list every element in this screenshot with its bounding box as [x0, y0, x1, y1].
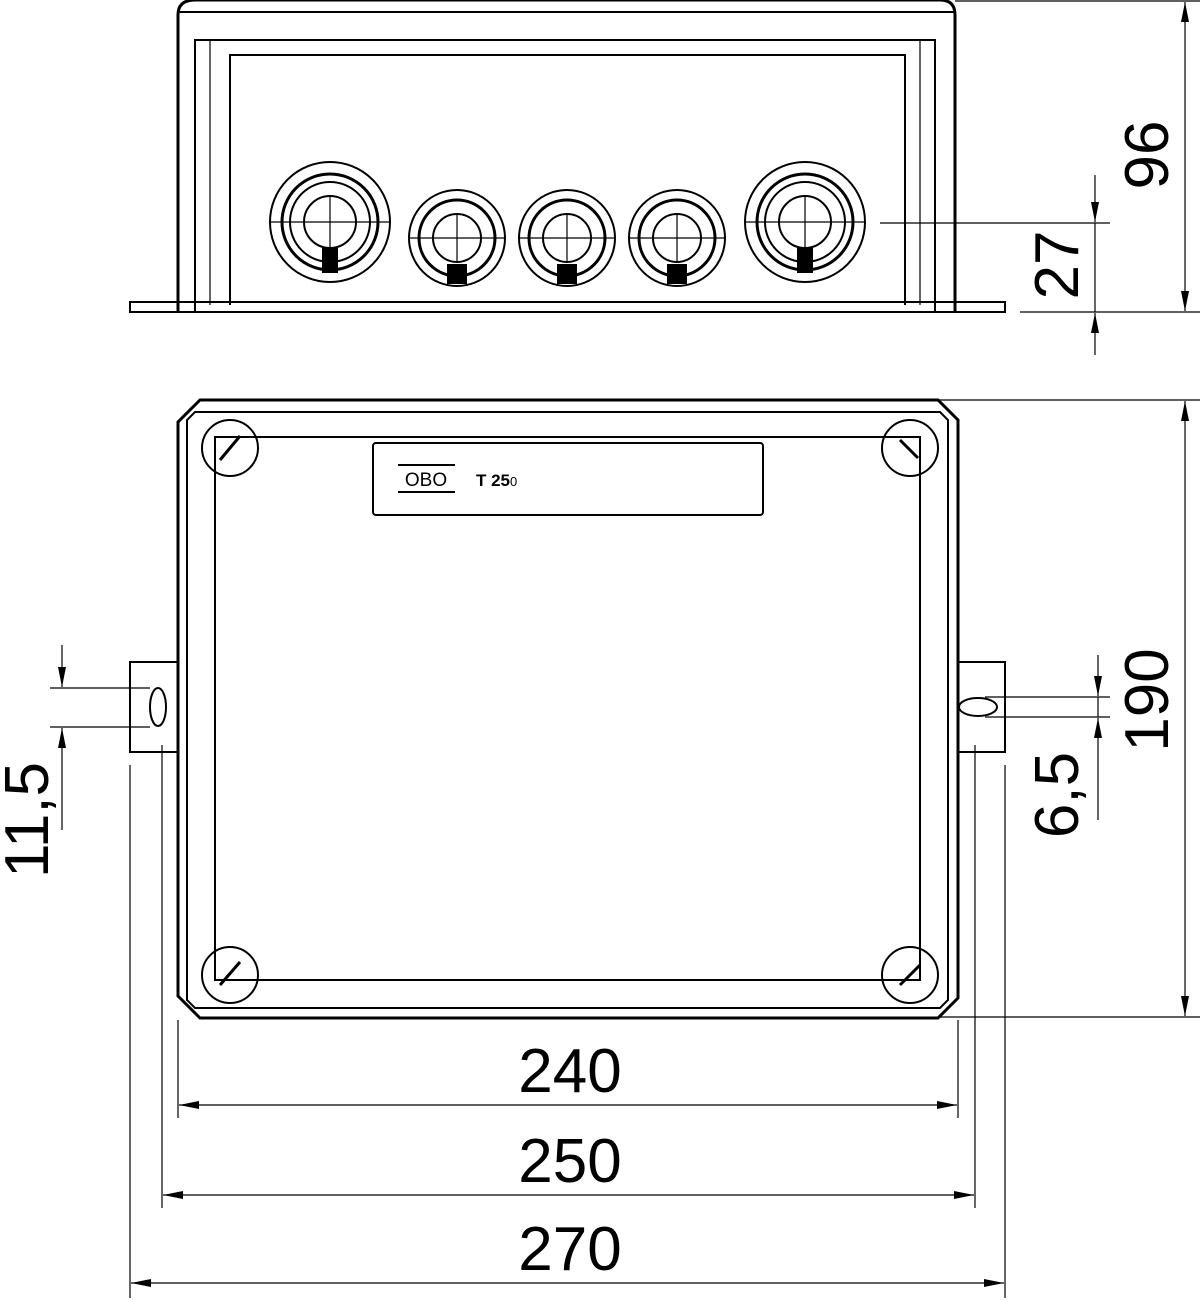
base-plate	[129, 301, 1006, 313]
dimension-depth-190: 190	[938, 399, 1200, 1018]
model-label: T 250	[476, 471, 517, 490]
dimension-width-240: 240	[179, 1037, 957, 1109]
dim-190-label: 190	[1113, 648, 1182, 751]
dim-27-label: 27	[1023, 231, 1092, 300]
dimension-entry-27: 27	[880, 175, 1110, 355]
cable-entry-small-2	[518, 189, 616, 287]
dim-250-label: 250	[518, 1127, 621, 1196]
dimension-height-96: 96	[955, 0, 1200, 313]
mounting-lug-right	[958, 661, 1006, 753]
dim-6-5-label: 6,5	[1023, 752, 1092, 838]
label-plate: OBO T 250	[372, 442, 764, 516]
mounting-slot-right	[958, 697, 998, 717]
cable-entry-small-3	[628, 189, 726, 287]
lid-screw-bottom-right	[881, 946, 939, 1004]
dim-11-5-label: 11,5	[0, 762, 62, 878]
dim-240-label: 240	[518, 1037, 621, 1106]
mounting-slot-left	[149, 687, 167, 727]
top-view: OBO T 250	[129, 398, 1006, 1020]
lid-screw-top-left	[201, 419, 259, 477]
dim-270-label: 270	[518, 1215, 621, 1284]
dimension-width-250: 250	[163, 1127, 974, 1199]
lid-screw-top-right	[881, 419, 939, 477]
cable-entry-large-left	[269, 161, 391, 283]
lid-screw-bottom-left	[201, 946, 259, 1004]
side-view	[129, 0, 1006, 313]
svg-text:OBO: OBO	[405, 470, 447, 491]
extension-lines	[129, 745, 1006, 1298]
dim-96-label: 96	[1113, 121, 1182, 190]
dimension-width-270: 270	[131, 1215, 1004, 1287]
cable-entry-small-1	[408, 189, 506, 287]
dimension-slot-6-5: 6,5	[985, 655, 1110, 838]
mounting-lug-left	[129, 661, 178, 753]
obo-logo: OBO	[398, 464, 455, 493]
cable-entry-large-right	[744, 161, 866, 283]
dimension-slot-11-5: 11,5	[0, 645, 150, 878]
